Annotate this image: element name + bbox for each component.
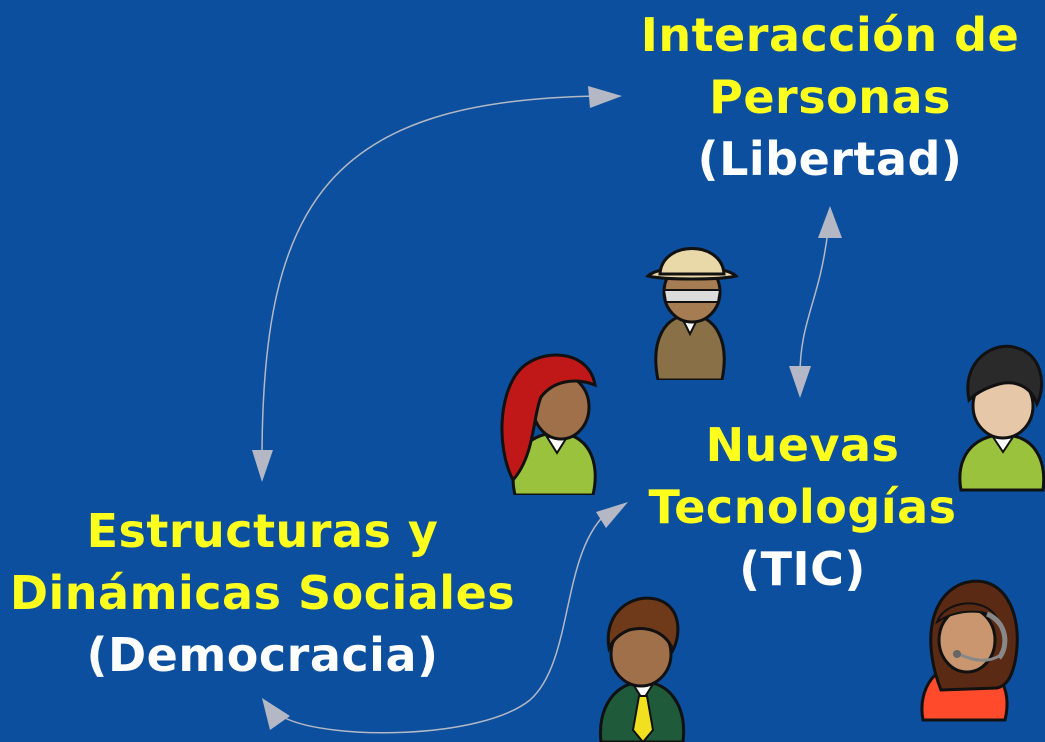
person-darkhair-icon (958, 344, 1045, 492)
person-tie-icon (598, 596, 686, 742)
arrowhead-up-libertad (818, 206, 842, 238)
arrow-left-to-middle (284, 509, 611, 734)
arrow-top-to-middle (799, 229, 829, 376)
arrowhead-middle-in (596, 502, 628, 528)
node-estructuras-sociales: Estructuras y Dinámicas Sociales (Democr… (0, 500, 525, 686)
arrowhead-left-down (252, 450, 273, 482)
arrow-left-to-top (261, 95, 601, 461)
node-middle-line2: Tecnologías (648, 480, 957, 534)
arrowhead-top (588, 86, 622, 108)
node-nuevas-tecnologias: Nuevas Tecnologías (TIC) (630, 414, 975, 600)
node-top-line3: (Libertad) (697, 132, 963, 186)
node-middle-line1: Nuevas (705, 418, 900, 472)
node-left-line1: Estructuras y (86, 504, 439, 558)
node-interaccion-personas: Interacción de Personas (Libertad) (630, 4, 1030, 190)
arrowhead-down-tic (789, 366, 811, 398)
arrowhead-democracia (262, 698, 290, 730)
node-top-line2: Personas (709, 70, 951, 124)
node-middle-line3: (TIC) (739, 542, 866, 596)
node-left-line2: Dinámicas Sociales (9, 566, 516, 620)
node-left-line3: (Democracia) (86, 628, 439, 682)
person-redhair-icon (500, 353, 597, 495)
node-top-line1: Interacción de (640, 8, 1020, 62)
person-headset-icon (920, 579, 1019, 722)
person-hat-icon (645, 247, 739, 380)
